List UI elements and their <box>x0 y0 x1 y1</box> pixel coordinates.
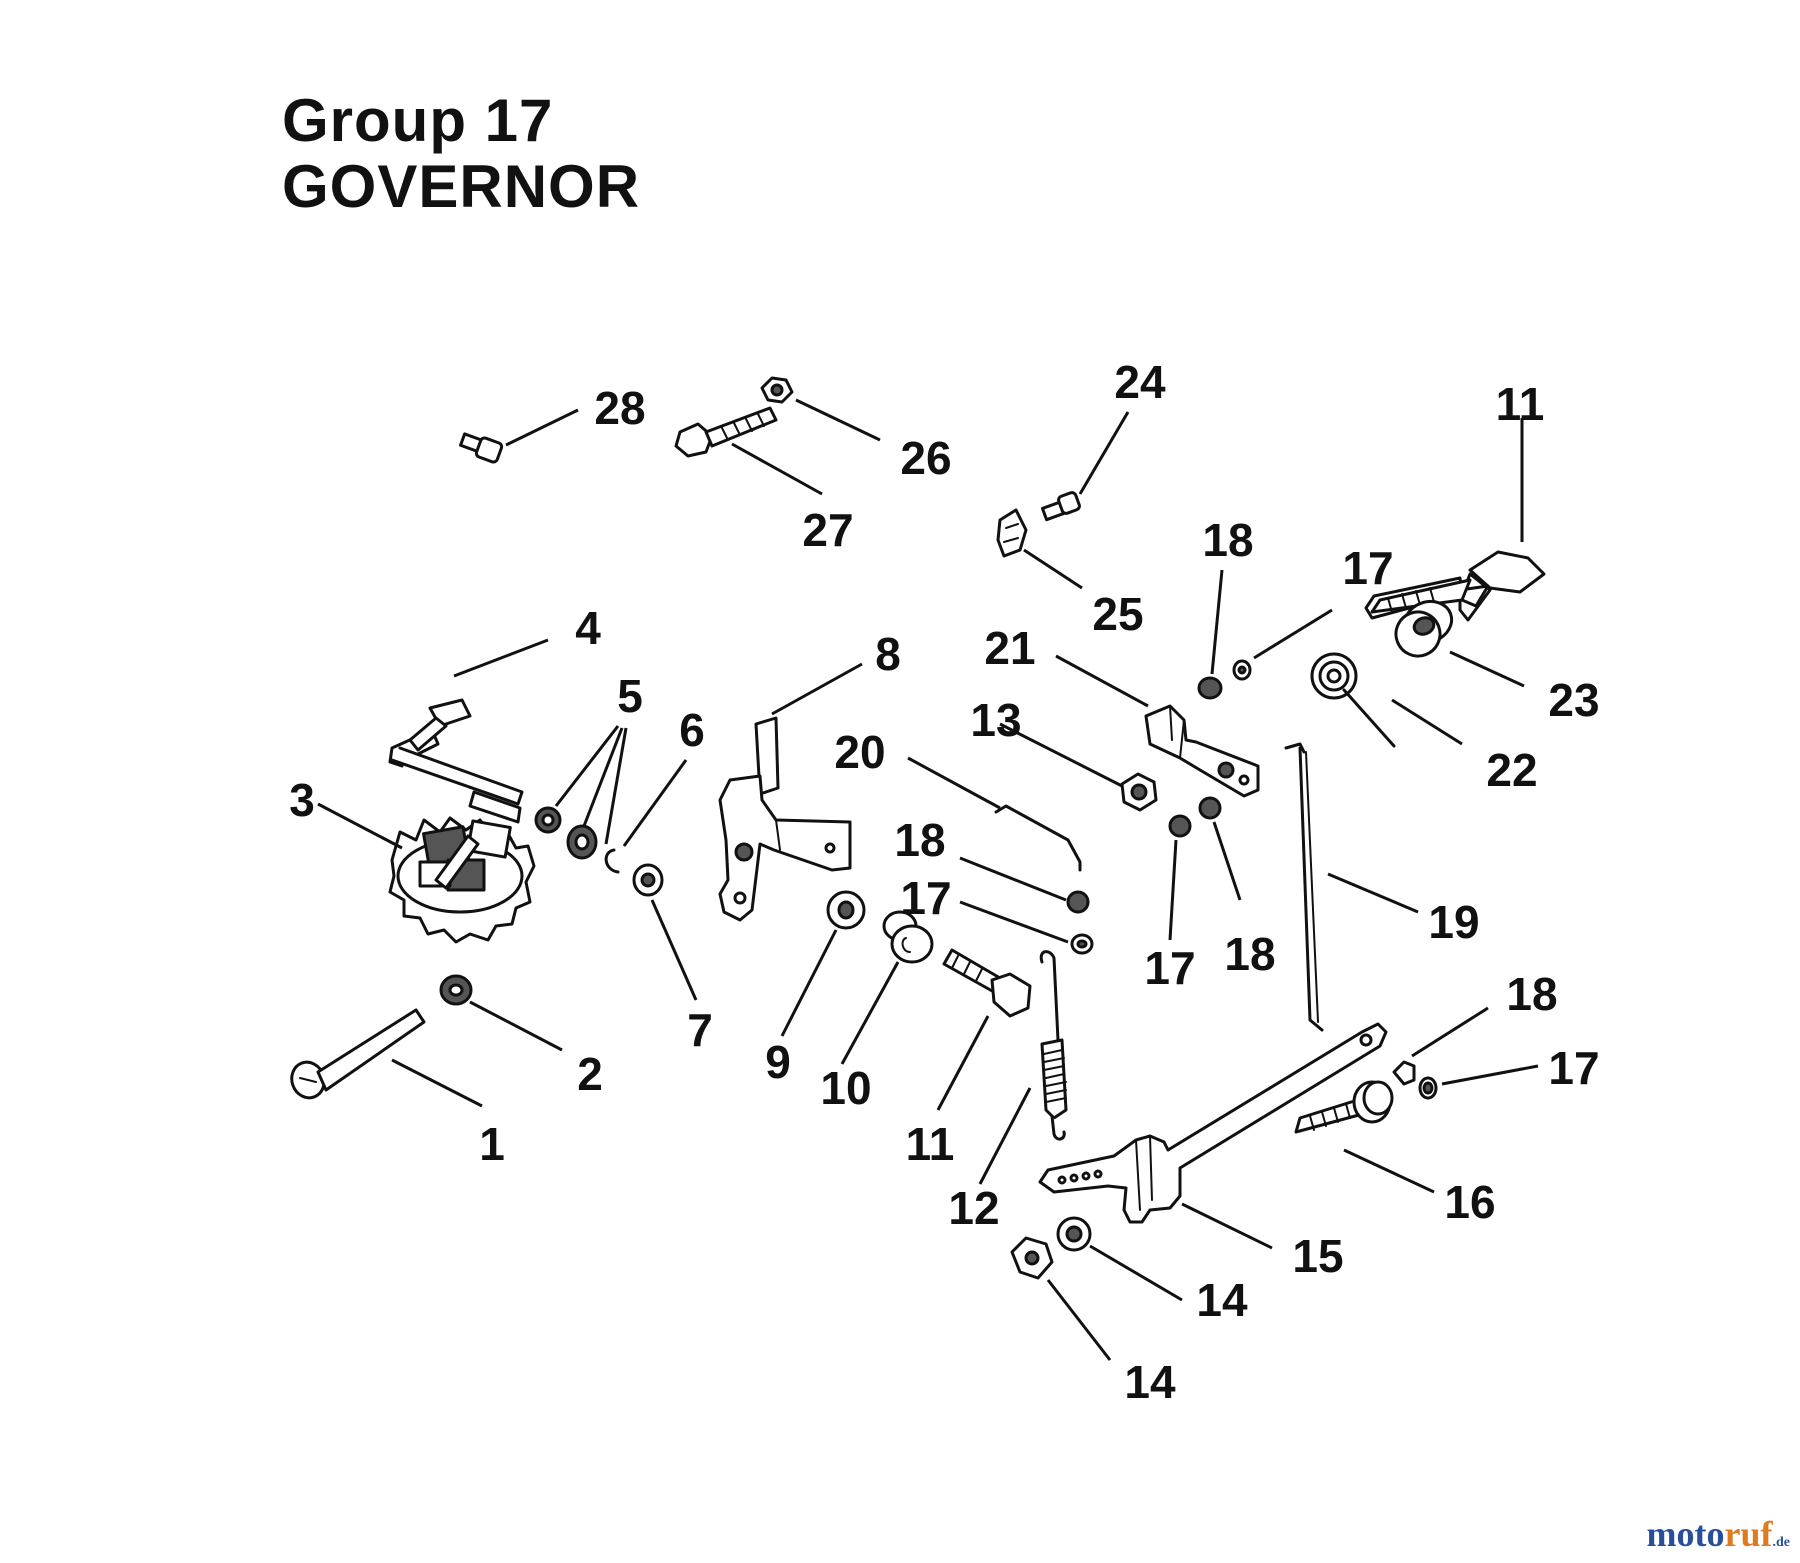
part-10-bushing <box>882 910 934 964</box>
callout-3: 3 <box>289 774 315 826</box>
leader-lines <box>317 398 1539 1361</box>
part-26-nut <box>760 376 794 404</box>
watermark-part-2: ruf <box>1724 1514 1773 1554</box>
title-name: GOVERNOR <box>282 153 641 220</box>
callout-13: 14 <box>1124 1356 1176 1408</box>
callout-25: 25 <box>1092 588 1143 640</box>
callout-9: 9 <box>765 1036 791 1088</box>
callout-24: 24 <box>1114 356 1166 408</box>
callout-17-upper: 17 <box>1342 542 1393 594</box>
part-6-clip <box>604 848 620 874</box>
callout-16: 16 <box>1444 1176 1495 1228</box>
callout-19: 19 <box>1428 896 1479 948</box>
callout-14-lower: 14 <box>1196 1274 1248 1326</box>
watermark-logo: motoruf.de <box>1647 1513 1790 1555</box>
callout-22: 22 <box>1486 744 1537 796</box>
callout-18-mid: 18 <box>894 814 945 866</box>
part-2-washer <box>439 974 473 1006</box>
callout-4: 4 <box>575 602 601 654</box>
part-19-rod <box>1284 742 1324 1032</box>
callout-17-mid: 17 <box>900 872 951 924</box>
part-23-bushing <box>1394 599 1454 658</box>
callout-8: 8 <box>875 628 901 680</box>
part-25-clip <box>996 508 1028 558</box>
callout-27: 27 <box>802 504 853 556</box>
callout-15: 15 <box>1292 1230 1343 1282</box>
callout-5: 5 <box>617 670 643 722</box>
part-21-bracket <box>1144 704 1260 798</box>
title-group: Group 17 <box>282 87 554 154</box>
callout-7: 7 <box>687 1004 713 1056</box>
callout-23: 23 <box>1548 674 1599 726</box>
part-7-washer <box>632 863 664 897</box>
part-28-screw <box>459 432 504 464</box>
part-9-washer <box>826 890 866 930</box>
part-11-lower-bolt <box>942 948 1032 1018</box>
part-27-bolt <box>674 406 778 458</box>
callout-numbers: 28 26 27 24 25 11 23 22 18 17 21 13 17 1… <box>289 356 1599 1408</box>
callout-18-lower: 18 <box>1224 928 1275 980</box>
part-20-link <box>994 804 1082 872</box>
callout-11-lower: 11 <box>906 1118 955 1170</box>
callout-26: 26 <box>900 432 951 484</box>
callout-28: 28 <box>594 382 645 434</box>
callout-18-right: 18 <box>1506 968 1557 1020</box>
callout-18-upper: 18 <box>1202 514 1253 566</box>
callout-20: 20 <box>834 726 885 778</box>
part-18-17-pair-upper <box>1197 659 1252 700</box>
callout-1: 1 <box>479 1118 505 1170</box>
part-16-bolt <box>1294 1080 1394 1134</box>
part-4-governor-shaft <box>388 698 524 824</box>
part-5-washers <box>534 806 598 860</box>
part-14-upper-nut <box>1120 772 1158 812</box>
callout-14-upper: 13 <box>970 694 1021 746</box>
callout-11-top: 11 <box>1496 378 1545 430</box>
part-17-18-pair-lower <box>1168 796 1222 838</box>
callout-21: 21 <box>984 622 1035 674</box>
part-15-lever <box>1038 1022 1388 1224</box>
part-3-governor-gear <box>388 816 536 944</box>
watermark-part-3: .de <box>1772 1535 1791 1550</box>
part-12-spring <box>1039 950 1068 1141</box>
part-8-bracket <box>718 716 852 922</box>
part-18-17-pair-mid <box>1066 890 1094 955</box>
diagram-title: Group 17 GOVERNOR <box>282 88 640 220</box>
part-24-screw <box>1040 491 1081 522</box>
part-18-17-pair-right <box>1392 1060 1438 1100</box>
part-13-nut <box>1010 1236 1054 1280</box>
part-11-top-bolt <box>1364 550 1546 622</box>
part-14-lower-washer <box>1056 1216 1092 1252</box>
part-1-pin <box>290 1008 426 1100</box>
callout-12: 12 <box>948 1182 999 1234</box>
callout-10: 10 <box>820 1062 871 1114</box>
callout-6: 6 <box>679 704 705 756</box>
callout-2: 2 <box>577 1048 603 1100</box>
watermark-part-1: moto <box>1646 1514 1725 1554</box>
callout-17-right: 17 <box>1548 1042 1599 1094</box>
part-22-spring <box>1310 652 1396 748</box>
callout-17-lower: 17 <box>1144 942 1195 994</box>
